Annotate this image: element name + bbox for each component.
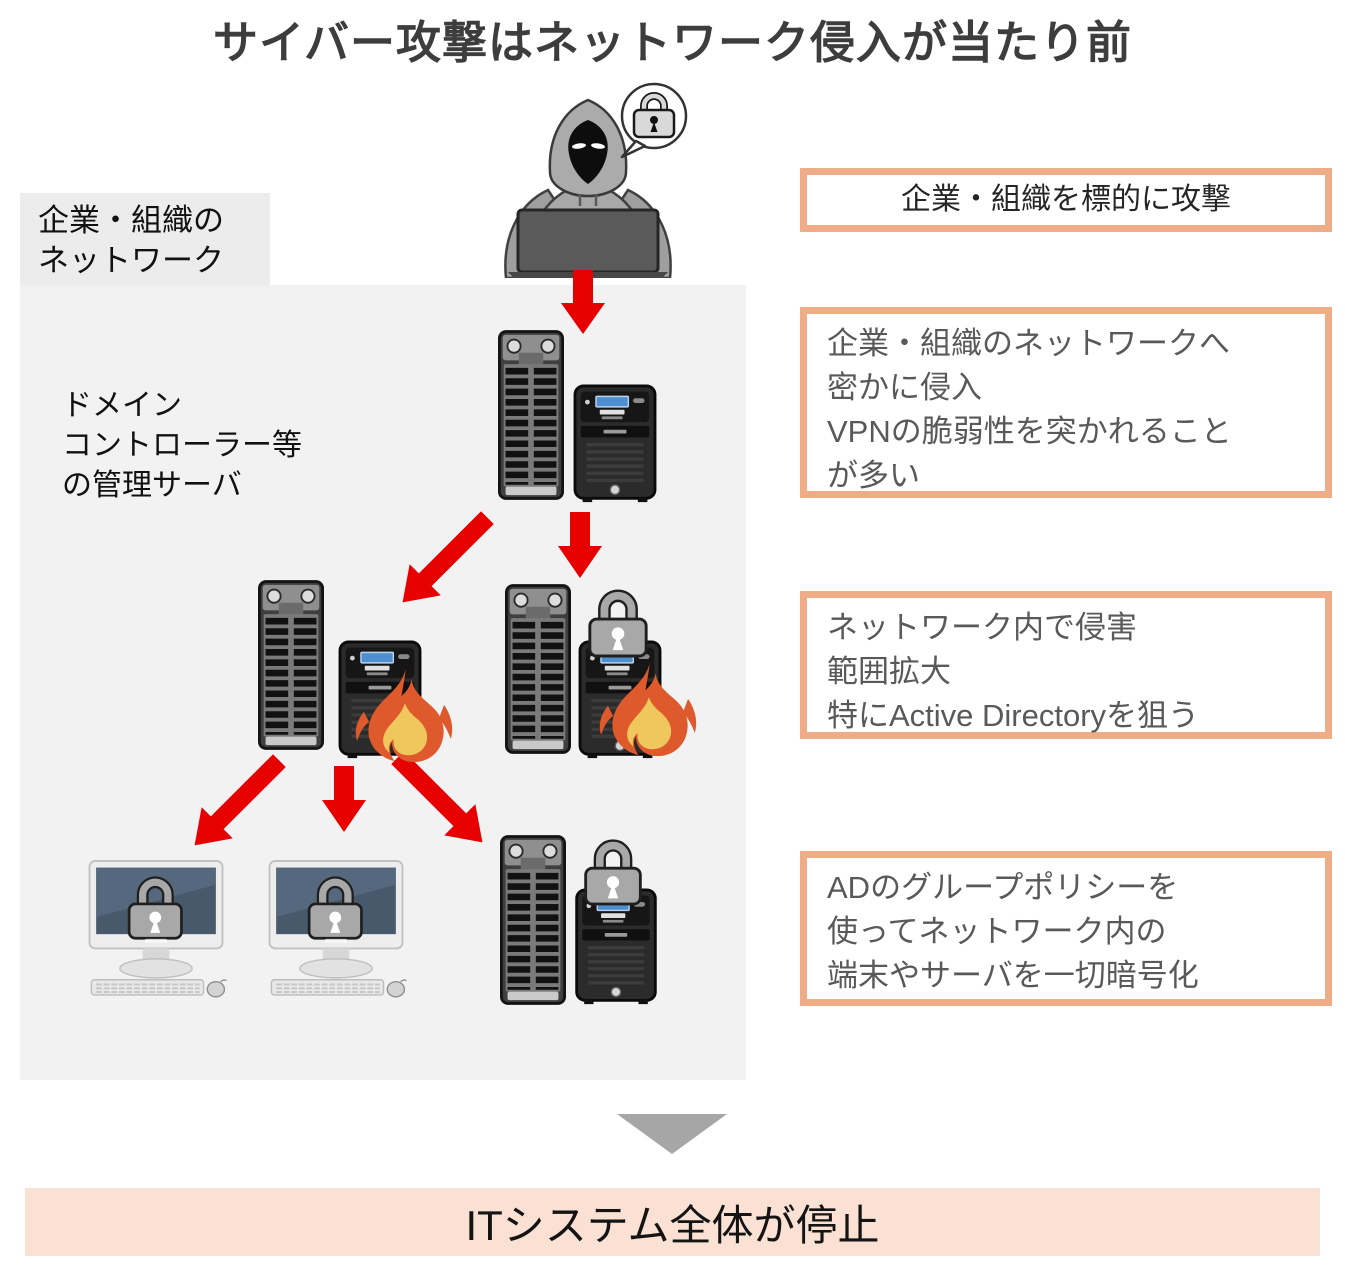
server-tower-icon: [498, 330, 564, 500]
server-tower-icon: [258, 580, 324, 750]
network-label-line: ネットワーク: [38, 243, 224, 278]
dc-label-line: の管理サーバ: [62, 469, 242, 502]
server-unit-icon: [573, 384, 657, 504]
callout-line: 使ってネットワーク内の: [827, 914, 1167, 949]
lock-icon: [580, 834, 646, 908]
callout-line: ネットワーク内で侵害: [827, 610, 1137, 645]
page-title: サイバー攻撃はネットワーク侵入が当たり前: [212, 17, 1133, 68]
callout-network-intrusion: 企業・組織のネットワークへ 密かに侵入 VPNの脆弱性を突かれること が多い: [800, 307, 1332, 498]
callout-text: 企業・組織を標的に攻撃: [901, 183, 1231, 216]
server-tower-icon: [500, 835, 566, 1005]
dc-label-line: ドメイン: [62, 389, 182, 422]
locked-pc-icon: [260, 855, 412, 1000]
callout-encryption: ADのグループポリシーを 使ってネットワーク内の 端末やサーバを一切暗号化: [800, 851, 1332, 1006]
callout-line: ADのグループポリシーを: [827, 870, 1179, 905]
dc-label-line: コントローラー等: [62, 429, 302, 462]
result-banner-text: ITシステム全体が停止: [465, 1201, 880, 1249]
callout-line: 端末やサーバを一切暗号化: [827, 958, 1199, 993]
result-banner: ITシステム全体が停止: [25, 1188, 1320, 1256]
domain-controller-label: ドメイン コントローラー等 の管理サーバ: [62, 386, 302, 506]
callout-line: が多い: [827, 458, 920, 493]
down-triangle-icon: [617, 1114, 727, 1154]
callout-lateral-movement: ネットワーク内で侵害 範囲拡大 特にActive Directoryを狙う: [800, 591, 1332, 739]
callout-line: 特にActive Directoryを狙う: [827, 698, 1200, 733]
hacker-icon: [504, 98, 672, 278]
network-label-line: 企業・組織の: [38, 203, 224, 238]
callout-line: 密かに侵入: [827, 370, 982, 405]
callout-targeted-attack: 企業・組織を標的に攻撃: [800, 168, 1332, 232]
callout-line: 企業・組織のネットワークへ: [827, 326, 1230, 361]
server-tower-icon: [505, 584, 571, 754]
attack-arrow-down-2: [558, 512, 602, 578]
lock-icon: [584, 584, 652, 660]
fire-icon: [355, 669, 453, 763]
callout-line: VPNの脆弱性を突かれること: [827, 414, 1232, 449]
locked-pc-icon: [80, 855, 232, 1000]
attack-arrow-fan-middle: [322, 766, 366, 832]
speech-bubble-lock-icon: [620, 82, 688, 159]
attack-arrow-down-1: [561, 270, 605, 334]
fire-icon: [599, 663, 697, 757]
network-label: 企業・組織の ネットワーク: [20, 193, 270, 285]
callout-line: 範囲拡大: [827, 654, 951, 689]
